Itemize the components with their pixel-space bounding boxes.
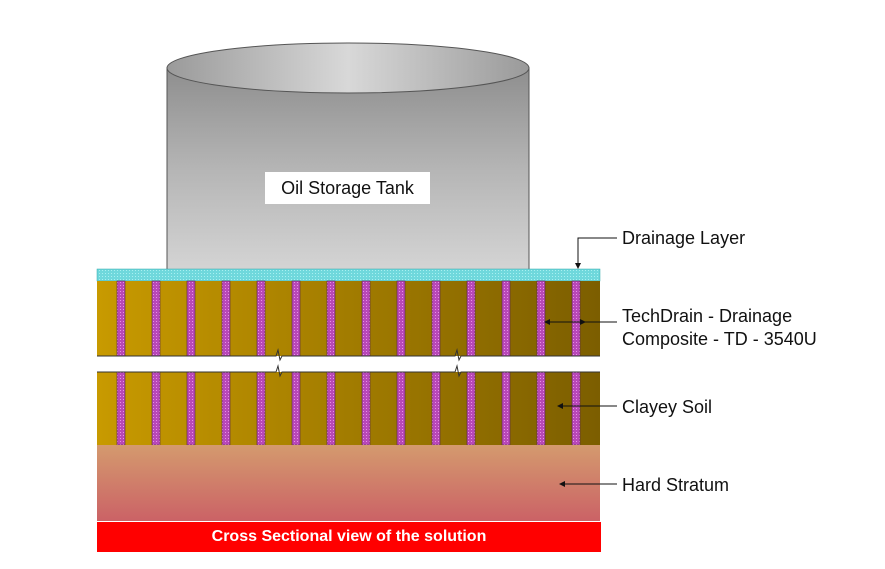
drain-column	[256, 371, 266, 446]
drain-column	[116, 280, 126, 357]
drain-column	[396, 280, 406, 357]
drain-column	[431, 371, 441, 446]
drain-column	[186, 280, 196, 357]
drain-column	[256, 280, 266, 357]
clayey-soil-lower	[97, 372, 600, 445]
drain-column	[361, 371, 371, 446]
drainage-layer	[96, 268, 601, 282]
tank-label: Oil Storage Tank	[265, 172, 430, 204]
tank-body	[166, 67, 530, 271]
drain-column	[151, 371, 161, 446]
callout-techdrain-line2: Composite - TD - 3540U	[622, 329, 817, 349]
break-lines	[97, 348, 600, 378]
drain-column	[501, 280, 511, 357]
callout-techdrain-line1: TechDrain - Drainage	[622, 306, 793, 326]
drain-column	[186, 371, 196, 446]
callout-hard-stratum: Hard Stratum	[622, 475, 730, 495]
drain-column	[151, 280, 161, 357]
hard-stratum	[97, 445, 600, 521]
oil-storage-tank	[166, 42, 530, 271]
drain-column	[466, 280, 476, 357]
drain-column	[571, 280, 581, 357]
drain-column	[536, 371, 546, 446]
leader-drainage-layer	[575, 237, 617, 269]
drain-column	[536, 280, 546, 357]
drain-column	[361, 280, 371, 357]
drain-column	[396, 371, 406, 446]
callout-drainage-layer: Drainage Layer	[622, 228, 746, 248]
drain-column	[571, 371, 581, 446]
drain-column	[326, 280, 336, 357]
drain-column	[291, 280, 301, 357]
clayey-soil-upper	[97, 281, 600, 356]
leader-lines	[544, 237, 617, 487]
title-banner: Cross Sectional view of the solution	[97, 522, 601, 552]
drain-column	[221, 371, 231, 446]
drain-column	[466, 371, 476, 446]
drain-column	[501, 371, 511, 446]
drain-column	[431, 280, 441, 357]
drain-column	[326, 371, 336, 446]
drain-column	[116, 371, 126, 446]
drain-column	[291, 371, 301, 446]
callout-clayey-soil: Clayey Soil	[622, 397, 713, 417]
drain-column	[221, 280, 231, 357]
tank-top	[166, 42, 530, 94]
